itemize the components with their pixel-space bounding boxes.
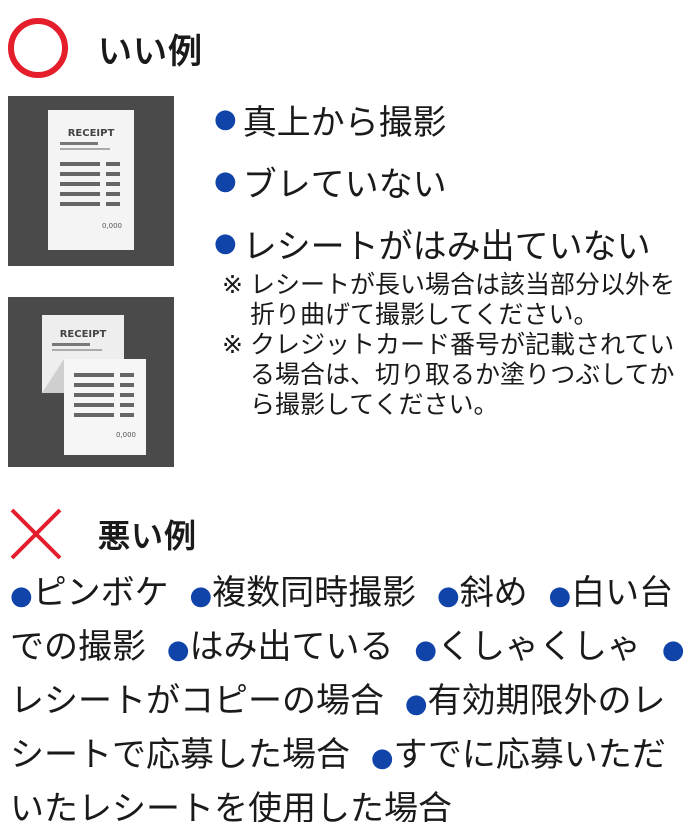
bullet-icon: ● <box>437 581 460 611</box>
bullet-icon: ● <box>10 581 33 611</box>
bad-item: レシートがコピーの場合 <box>10 681 384 721</box>
bullet-icon: ● <box>414 635 437 665</box>
bullet-icon: ● <box>166 635 190 665</box>
receipt-photo-folded: RECEIPT 0,000 <box>8 297 174 467</box>
note: ※ レシートが長い場合は該当部分以外を折り曲げて撮影してください。 <box>222 270 682 330</box>
good-points-list: ● 真上から撮影 ● ブレていない ● レシートがはみ出ていない <box>214 88 651 274</box>
bullet-icon: ● <box>214 228 237 258</box>
bad-item: すでに応募いただいたレシートを使用した場合 <box>10 735 666 822</box>
receipt-total: 0,000 <box>102 222 122 230</box>
good-point-text: ブレていない <box>242 164 447 205</box>
bullet-icon: ● <box>404 689 428 719</box>
bad-item: 複数同時撮影 <box>212 573 417 613</box>
bad-example-title: 悪い例 <box>98 517 198 555</box>
note-text: レシートが長い場合は該当部分以外を折り曲げて撮影してください。 <box>250 270 676 329</box>
notes: ※ レシートが長い場合は該当部分以外を折り曲げて撮影してください。 ※ クレジッ… <box>222 270 682 420</box>
bad-item: ピンボケ <box>32 573 169 613</box>
note-text: クレジットカード番号が記載されている場合は、切り取るか塗りつぶしてから撮影してく… <box>250 330 675 419</box>
bad-item: はみ出ている <box>189 627 394 667</box>
bullet-icon: ● <box>214 166 237 196</box>
good-point-text: レシートがはみ出ていない <box>242 226 651 267</box>
cross-icon <box>10 508 62 560</box>
bad-examples-list: ●ピンボケ ●複数同時撮影 ●斜め ●白い台での撮影 ●はみ出ている ●くしゃく… <box>10 568 686 822</box>
bullet-icon: ● <box>189 581 213 611</box>
circle-icon <box>8 18 68 78</box>
good-point: ● レシートがはみ出ていない <box>214 212 651 274</box>
note-mark: ※ <box>222 330 243 359</box>
receipt-photo-single: RECEIPT 0,000 <box>8 96 174 266</box>
bullet-icon: ● <box>548 581 572 611</box>
note-mark: ※ <box>222 270 243 299</box>
good-example-title: いい例 <box>98 31 203 72</box>
bullet-icon: ● <box>661 635 685 665</box>
bad-item: 白い台での撮影 <box>10 573 674 667</box>
good-point: ● 真上から撮影 <box>214 88 651 150</box>
receipt-icon: RECEIPT 0,000 <box>48 110 134 250</box>
folded-receipt-total: 0,000 <box>116 431 136 439</box>
folded-receipt-icon: RECEIPT 0,000 <box>42 315 146 455</box>
bad-item: 有効期限外のレシートで応募した場合 <box>10 681 666 775</box>
good-point-text: 真上から撮影 <box>242 102 447 143</box>
bullet-icon: ● <box>214 104 237 134</box>
bad-item: くしゃくしゃ <box>437 627 641 667</box>
good-point: ● ブレていない <box>214 150 651 212</box>
note: ※ クレジットカード番号が記載されている場合は、切り取るか塗りつぶしてから撮影し… <box>222 330 682 420</box>
receipt-label: RECEIPT <box>68 128 115 139</box>
bullet-icon: ● <box>370 743 394 773</box>
bad-item: 斜め <box>459 573 528 613</box>
bad-example-header: 悪い例 <box>8 506 197 562</box>
good-example-header: いい例 <box>8 18 203 78</box>
folded-receipt-label: RECEIPT <box>60 329 107 340</box>
